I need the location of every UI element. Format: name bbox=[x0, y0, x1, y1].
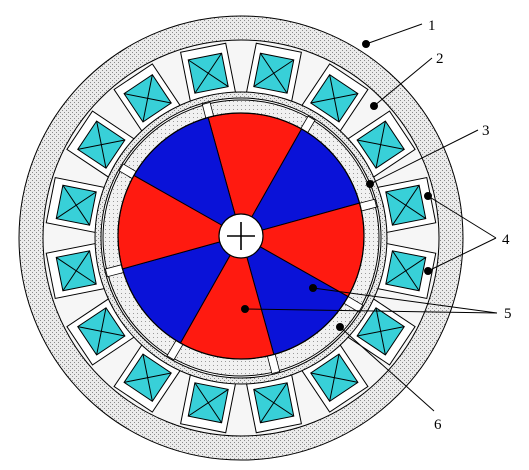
callout-label-1: 1 bbox=[428, 18, 436, 34]
callout-label-2: 2 bbox=[436, 51, 444, 67]
leader-dot-4b bbox=[424, 267, 432, 275]
leader-dot-3 bbox=[366, 180, 374, 188]
leader-dot-6 bbox=[336, 323, 344, 331]
leader-line-1 bbox=[365, 23, 423, 45]
leader-dot-1 bbox=[362, 40, 370, 48]
stator-slot bbox=[180, 42, 237, 102]
leader-line-2 bbox=[373, 57, 433, 107]
plus-icon bbox=[227, 222, 255, 250]
leader-dot-5b bbox=[241, 305, 249, 313]
rotor-magnet-group bbox=[117, 112, 365, 360]
stator-slot bbox=[180, 374, 237, 434]
coil-icon bbox=[310, 74, 359, 123]
coil-icon bbox=[385, 184, 427, 226]
leader-line-5b bbox=[244, 308, 498, 314]
callout-label-5: 5 bbox=[504, 306, 512, 322]
coil-icon bbox=[123, 74, 172, 123]
coil-icon bbox=[187, 52, 229, 94]
coil-icon bbox=[253, 52, 295, 94]
coil-icon bbox=[356, 307, 405, 356]
coil-icon bbox=[55, 250, 97, 292]
stator-slot bbox=[377, 242, 437, 299]
callout-label-6: 6 bbox=[434, 417, 442, 433]
leader-dot-2 bbox=[370, 102, 378, 110]
leader-dot-5a bbox=[309, 284, 317, 292]
callout-label-4: 4 bbox=[502, 232, 510, 248]
stator-slot bbox=[45, 242, 105, 299]
coil-icon bbox=[253, 382, 295, 424]
rotor-outline bbox=[117, 112, 365, 360]
coil-icon bbox=[187, 382, 229, 424]
leader-line-5a bbox=[312, 287, 498, 314]
leader-line-4a bbox=[427, 195, 497, 239]
stator-slot bbox=[245, 42, 302, 102]
coil-icon bbox=[356, 120, 405, 169]
leader-line-group bbox=[241, 23, 498, 412]
stator-slot bbox=[245, 374, 302, 434]
callout-label-3: 3 bbox=[482, 123, 490, 139]
coil-icon bbox=[77, 120, 126, 169]
coil-icon bbox=[385, 250, 427, 292]
coil-icon bbox=[310, 353, 359, 402]
leader-line-4b bbox=[427, 237, 497, 272]
coil-icon bbox=[55, 184, 97, 226]
leader-line-3 bbox=[369, 129, 479, 185]
leader-line-6 bbox=[339, 326, 435, 412]
coil-icon bbox=[123, 353, 172, 402]
coil-icon bbox=[77, 307, 126, 356]
leader-dot-4a bbox=[424, 192, 432, 200]
